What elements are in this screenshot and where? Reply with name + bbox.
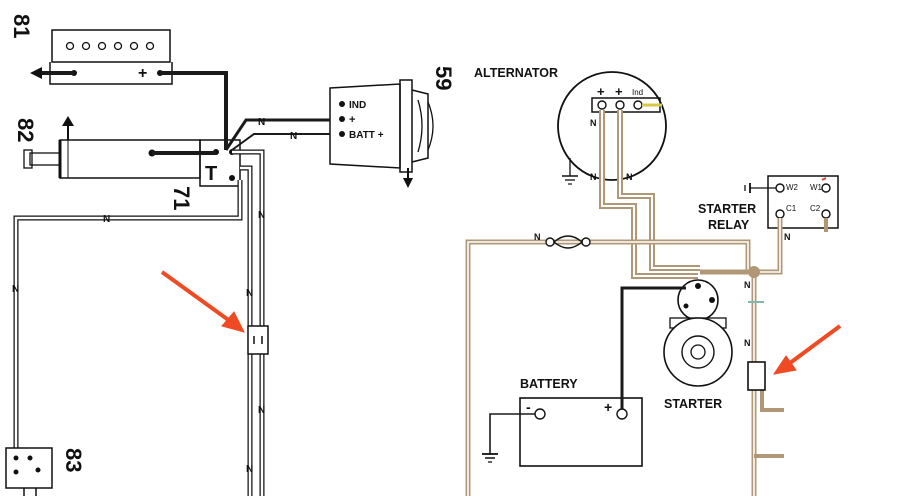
right-highlight-arrow-icon <box>772 324 842 375</box>
left-wire-label-n-5: N <box>258 210 265 221</box>
dynamo-terminal-plus: + <box>349 114 355 126</box>
left-dynamo: IND + BATT + <box>329 79 434 188</box>
right-schematic: + + Ind ALTERNATOR W2 W1 C1 C2 STARTE <box>465 66 842 496</box>
starter-arrow-icon <box>62 116 74 126</box>
left-schematic: - + 81 82 T 71 <box>5 14 456 496</box>
right-wire-label-n-2: N <box>590 172 597 182</box>
label-81: 81 <box>9 14 34 38</box>
left-wire-label-n-4: N <box>12 284 19 295</box>
relay-terminal-c1: C1 <box>786 204 797 213</box>
right-wire-label-n-4: N <box>534 232 541 242</box>
label-82: 82 <box>13 118 38 142</box>
dynamo-terminal-batt: BATT + <box>349 130 384 141</box>
right-wire-label-n-3: N <box>626 172 633 182</box>
right-starter-relay: W2 W1 C1 C2 <box>744 175 839 229</box>
right-tan-wires <box>465 110 828 496</box>
left-battery-positive: + <box>138 65 147 82</box>
left-inline-fuse <box>247 325 269 355</box>
left-battery: - + <box>30 29 173 85</box>
right-battery-negative: - <box>526 399 531 415</box>
label-71: 71 <box>169 186 194 210</box>
starter-relay-label-1: STARTER <box>698 202 756 216</box>
right-inline-connector-icon <box>545 235 591 249</box>
left-relay: T <box>199 139 241 187</box>
left-highlight-arrow-icon <box>160 270 245 333</box>
left-switch-83 <box>5 447 53 496</box>
left-starter-motor <box>23 116 201 179</box>
label-59: 59 <box>431 66 456 90</box>
right-wire-label-n-5: N <box>784 232 791 242</box>
right-inline-fuse <box>747 361 766 391</box>
right-wire-label-n-1: N <box>590 118 597 128</box>
right-wire-label-n-7: N <box>744 280 751 290</box>
relay-terminal-c2: C2 <box>810 204 821 213</box>
alternator-terminal-plus-2: + <box>615 84 623 99</box>
left-wire-label-n-3: N <box>103 214 110 225</box>
starter-label: STARTER <box>664 397 722 411</box>
right-battery: - + <box>482 286 686 467</box>
left-wire-label-n-8: N <box>246 464 253 475</box>
label-83: 83 <box>61 448 86 472</box>
left-wire-label-n-2: N <box>290 131 297 142</box>
relay-terminal-w2: W2 <box>786 183 799 192</box>
left-wire-label-n-1: N <box>258 117 265 128</box>
right-alternator: + + Ind <box>557 71 667 185</box>
right-wire-label-n-6: N <box>744 338 751 348</box>
relay-terminal-w1: W1 <box>810 183 823 192</box>
dynamo-terminal-ind: IND <box>349 100 366 111</box>
left-wire-label-n-7: N <box>258 405 265 416</box>
left-relay-symbol: T <box>205 163 217 185</box>
alternator-terminal-ind: Ind <box>632 88 643 97</box>
right-starter-motor <box>663 279 733 387</box>
alternator-terminal-plus-1: + <box>597 84 605 99</box>
right-battery-positive: + <box>604 399 612 415</box>
alternator-label: ALTERNATOR <box>474 66 558 80</box>
left-wire-label-n-6: N <box>246 288 253 299</box>
dynamo-ground-arrow-icon <box>403 178 413 188</box>
starter-relay-label-2: RELAY <box>708 218 750 232</box>
battery-label: BATTERY <box>520 377 578 391</box>
